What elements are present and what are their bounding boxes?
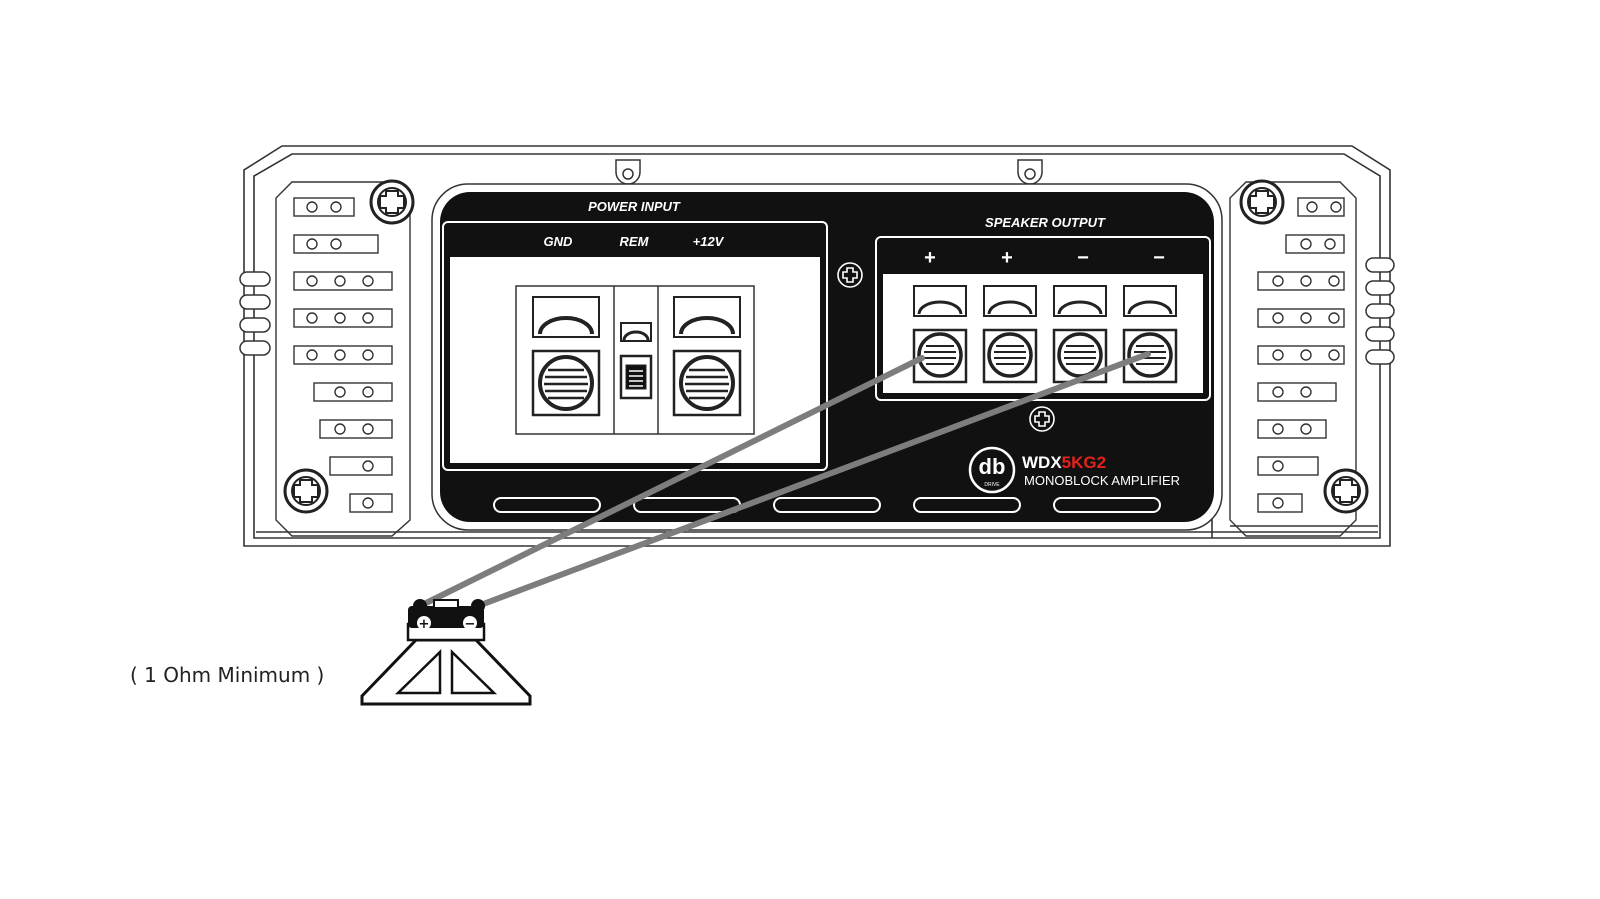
speaker-positive-sign: + (419, 617, 430, 632)
output-terminal-label: + (1001, 247, 1013, 269)
panel-screw-icon (1029, 406, 1055, 432)
amplifier-body (243, 145, 1391, 547)
model-prefix: WDX (1022, 453, 1062, 472)
corner-screw-icon (369, 179, 415, 225)
logo-small-text: DRIVE (984, 482, 1000, 488)
terminal-label-rem: REM (620, 234, 650, 249)
rem-terminal (619, 322, 653, 400)
brand-logo: db DRIVE WDX5KG2 MONOBLOCK AMPLIFIER (968, 446, 1180, 494)
12v-terminal (672, 296, 742, 417)
power-input-title: POWER INPUT (588, 199, 681, 214)
corner-screw-icon (1239, 179, 1285, 225)
output-terminal (912, 285, 968, 384)
positive-wire (417, 355, 925, 609)
speaker-negative-sign: − (465, 617, 476, 632)
model-suffix: 5KG2 (1062, 453, 1106, 472)
corner-screw-icon (1323, 468, 1369, 514)
speaker-wires (417, 351, 1151, 609)
speaker-output-block: SPEAKER OUTPUT + + − − (875, 215, 1211, 401)
mounting-tab-icon (615, 159, 1043, 185)
output-terminal-label: − (1153, 247, 1165, 269)
terminal-label-12v: +12V (693, 234, 725, 249)
negative-wire (475, 351, 1151, 609)
model-name: WDX5KG2 (1022, 453, 1106, 472)
left-heatsink-fins (239, 271, 271, 356)
speaker-negative-terminal (463, 616, 477, 630)
output-terminal (1052, 285, 1108, 384)
output-terminal (1122, 285, 1178, 384)
speaker-icon: + − (360, 599, 532, 706)
speaker-output-title: SPEAKER OUTPUT (985, 215, 1106, 230)
output-terminal-label: + (924, 247, 936, 269)
right-heatsink-fins (1365, 257, 1395, 365)
terminal-label-gnd: GND (544, 234, 574, 249)
corner-screw-icon (283, 468, 329, 514)
output-terminal-label: − (1077, 247, 1089, 269)
output-terminal (982, 285, 1038, 384)
impedance-note: ( 1 Ohm Minimum ) (130, 663, 324, 687)
logo-mark: db (979, 454, 1006, 479)
product-name: MONOBLOCK AMPLIFIER (1024, 473, 1180, 488)
gnd-terminal (531, 296, 601, 417)
speaker-positive-terminal (417, 616, 431, 630)
right-side-grille (1229, 181, 1357, 537)
power-input-block: POWER INPUT GND REM +12V (442, 199, 828, 471)
panel-screw-icon (837, 262, 863, 288)
